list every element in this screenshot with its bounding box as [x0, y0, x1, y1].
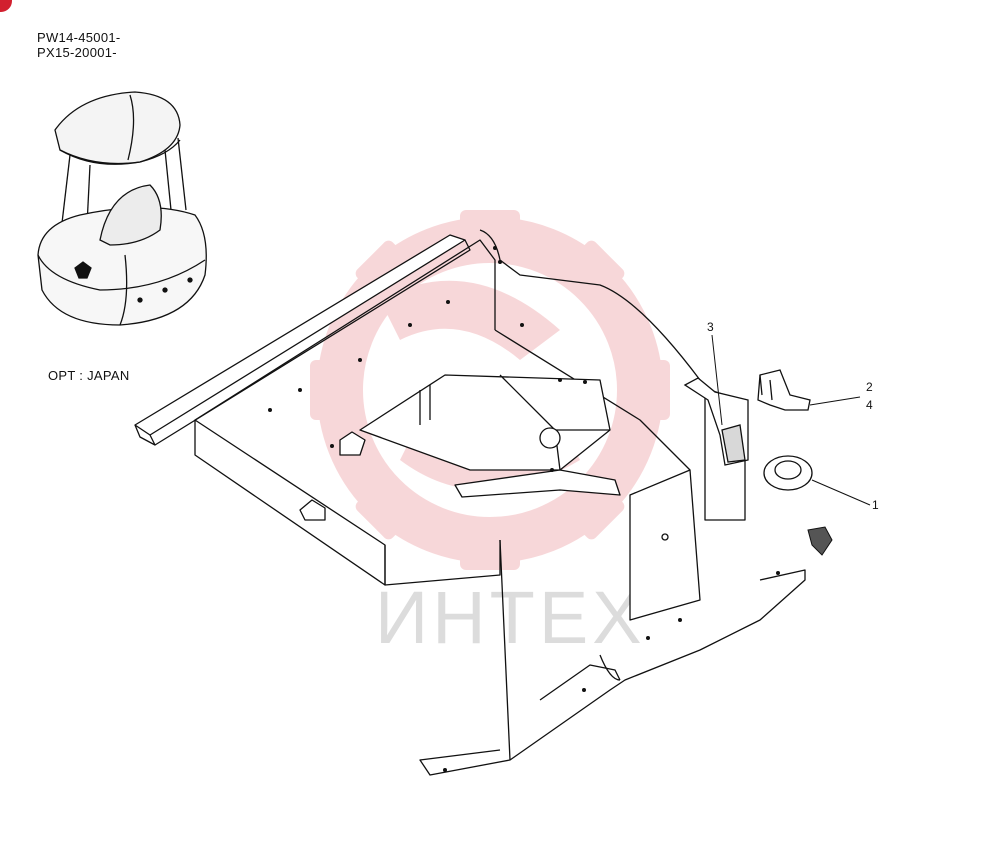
holder-bracket	[683, 377, 749, 466]
machine-thumbnail	[37, 91, 207, 326]
holder-ring	[763, 455, 813, 491]
frame-assembly	[134, 229, 806, 776]
holder-clip	[757, 369, 811, 411]
serial-number-block: PW14-45001- PX15-20001-	[37, 30, 121, 60]
callout-1: 1	[872, 498, 879, 512]
forward-arrow-icon	[807, 526, 833, 556]
leader-lines	[711, 334, 871, 506]
callout-3: 3	[707, 320, 714, 334]
serial-number-1: PW14-45001-	[37, 30, 121, 45]
option-label: OPT : JAPAN	[48, 368, 130, 383]
callout-2: 2	[866, 380, 873, 394]
watermark-text: ИНТЕХ	[375, 576, 646, 659]
serial-number-2: PX15-20001-	[37, 45, 117, 60]
callout-4: 4	[866, 398, 873, 412]
